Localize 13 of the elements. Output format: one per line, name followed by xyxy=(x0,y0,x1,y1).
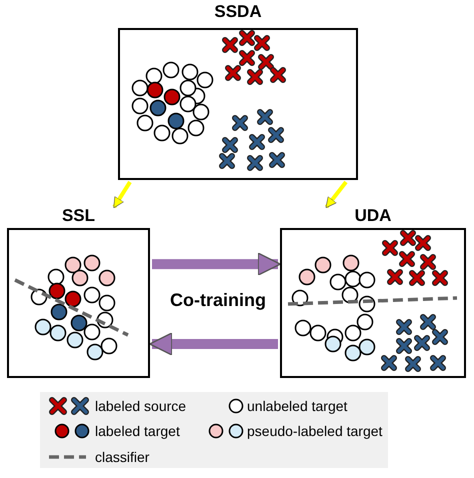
panel-title: SSL xyxy=(60,206,96,226)
arrow xyxy=(324,180,348,208)
legend-label: pseudo-labeled target xyxy=(247,423,382,439)
legend-label: labeled target xyxy=(95,423,180,439)
legend-label: labeled source xyxy=(95,398,186,414)
co-training-label: Co-training xyxy=(170,290,266,311)
arrow xyxy=(149,332,278,356)
panel-title: UDA xyxy=(354,206,392,226)
legend-label: classifier xyxy=(95,449,150,465)
arrow xyxy=(112,180,132,208)
arrow xyxy=(152,252,281,276)
panel-title: SSDA xyxy=(213,2,263,22)
legend-label: unlabeled target xyxy=(247,398,348,414)
